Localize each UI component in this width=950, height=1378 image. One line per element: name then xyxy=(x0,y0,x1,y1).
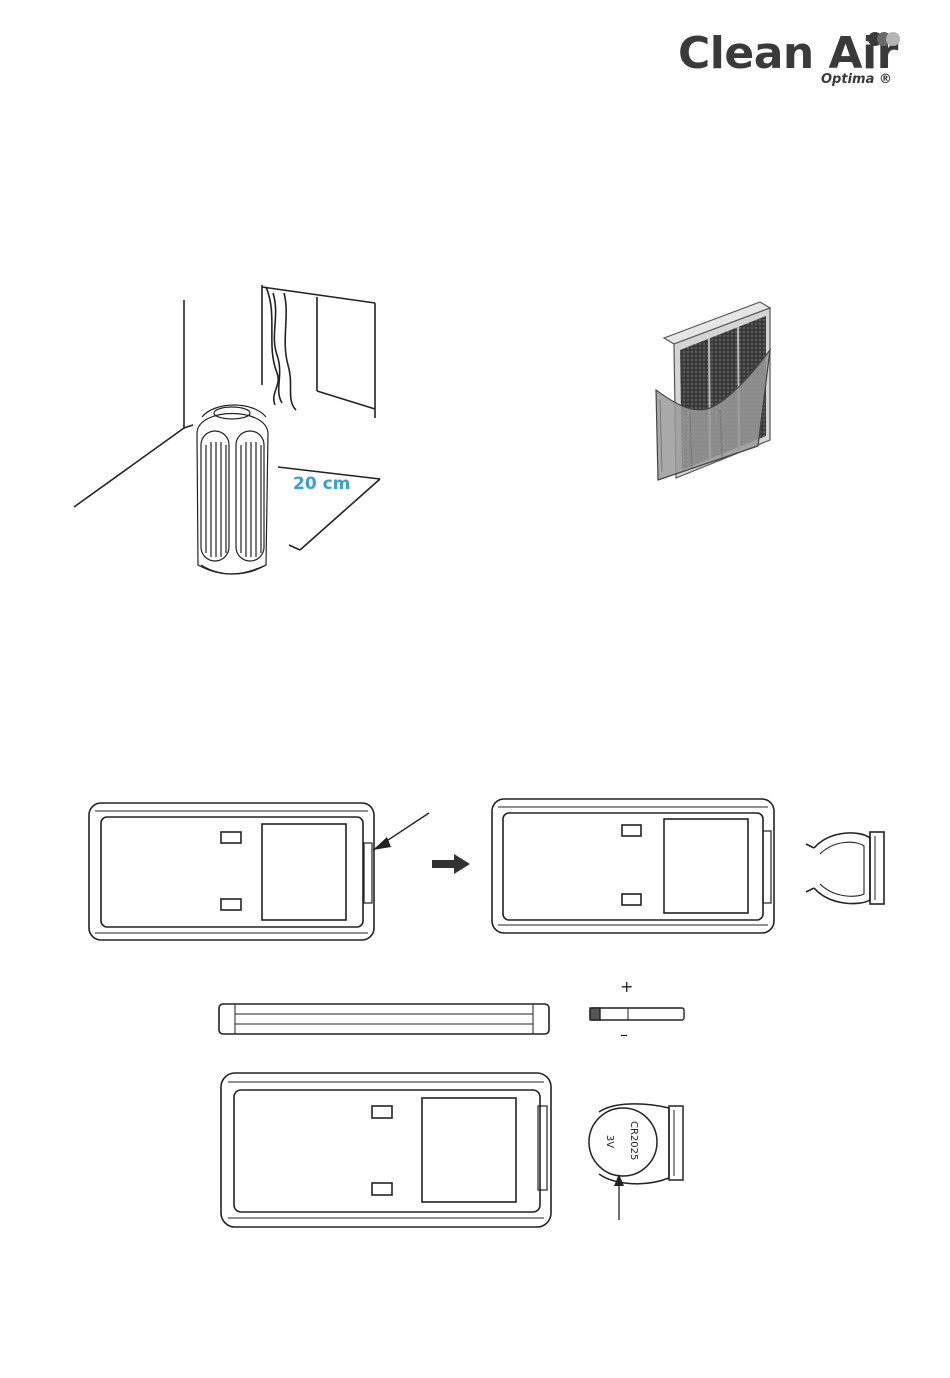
battery-model-marking: CR2025 xyxy=(628,1121,639,1181)
logo-brand-text: Clean Air xyxy=(678,32,898,76)
air-purifier-device xyxy=(197,405,268,574)
remote-control-tray-open xyxy=(488,793,788,938)
battery-tray-side-view xyxy=(588,1006,690,1024)
logo-sub-text: Optima ® xyxy=(821,73,892,86)
remote-control-tray-closed xyxy=(85,795,440,945)
pointer-arrowhead xyxy=(373,837,391,850)
battery-holder-clip xyxy=(800,826,895,911)
battery-plus-sign: + xyxy=(620,977,633,996)
distance-label: 20 cm xyxy=(293,474,350,494)
filter-cartridge-illustration xyxy=(650,290,780,485)
battery-voltage-marking: 3V xyxy=(604,1135,615,1148)
remote-control-back-view xyxy=(218,1070,558,1230)
battery-minus-sign: – xyxy=(620,1025,628,1044)
remote-side-view xyxy=(215,1000,555,1040)
placement-illustration xyxy=(70,285,400,585)
brand-logo: Clean Air Optima ® xyxy=(675,30,905,100)
logo-bubbles-icon xyxy=(867,30,901,48)
floor-line xyxy=(74,428,184,507)
right-arrow-icon xyxy=(432,854,472,874)
window-curtain xyxy=(262,285,375,418)
coin-cell-battery xyxy=(589,1108,657,1176)
